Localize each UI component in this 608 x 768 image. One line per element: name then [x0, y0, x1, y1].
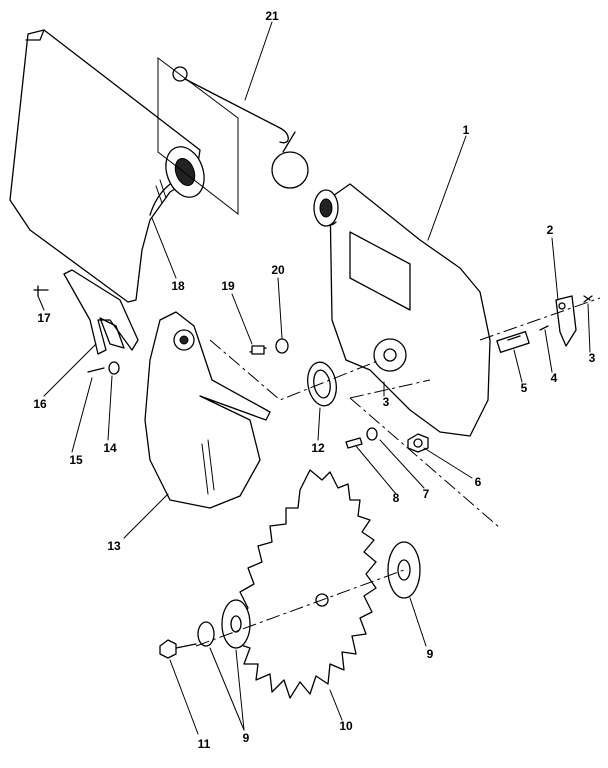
- label-9b: 9: [243, 731, 250, 745]
- part-14-17-arm: [33, 269, 139, 375]
- label-15: 15: [69, 453, 83, 467]
- label-3a: 3: [589, 351, 596, 365]
- label-2: 2: [547, 223, 554, 237]
- part-18-lower-guard: [9, 29, 205, 303]
- label-7: 7: [423, 487, 430, 501]
- label-14: 14: [103, 441, 117, 455]
- label-13: 13: [107, 539, 121, 553]
- label-20: 20: [271, 263, 285, 277]
- label-19: 19: [221, 279, 235, 293]
- label-5: 5: [521, 381, 528, 395]
- part-6-8-fasteners: [345, 379, 501, 529]
- part-19-20-screw-bushing: [209, 338, 381, 401]
- label-6: 6: [475, 475, 482, 489]
- callout-labels: 1 2 3 3 4 5 6 7 8 9 9 10 11 12 13 14 15 …: [33, 9, 595, 751]
- label-18: 18: [171, 279, 185, 293]
- leader-lines: [37, 21, 591, 735]
- part-13-bracket: [144, 311, 271, 509]
- part-10-saw-blade: [235, 469, 377, 699]
- part-12-ring: [307, 361, 337, 407]
- label-16: 16: [33, 397, 47, 411]
- label-4: 4: [551, 371, 558, 385]
- label-10: 10: [339, 719, 353, 733]
- label-8: 8: [393, 491, 400, 505]
- label-12: 12: [311, 441, 325, 455]
- label-21: 21: [265, 9, 279, 23]
- label-3b: 3: [383, 395, 390, 409]
- part-21-spring-clip: [157, 57, 309, 216]
- label-1: 1: [463, 123, 470, 137]
- part-1-upper-guard: [313, 183, 491, 437]
- label-17: 17: [37, 311, 51, 325]
- part-9-11-arbor: [159, 541, 421, 659]
- part-2-5-clamp-hardware: [479, 295, 601, 353]
- label-11: 11: [198, 737, 211, 751]
- label-9a: 9: [427, 647, 434, 661]
